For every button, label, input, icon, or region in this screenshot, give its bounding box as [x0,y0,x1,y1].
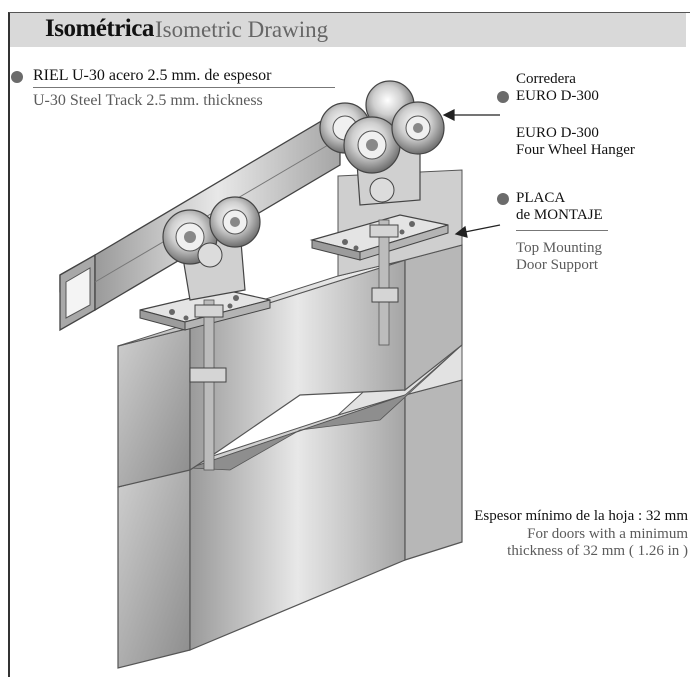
threaded-rod-left [189,299,227,471]
hanger-label-en-1: EURO D-300 [516,125,599,141]
hanger-label-es-2: EURO D-300 [516,88,599,104]
leader-plate [454,224,501,238]
bullet-plate [497,193,509,205]
title-english: Isometric Drawing [155,17,329,42]
plate-label-es-2: de MONTAJE [516,207,603,223]
plate-underline [516,230,608,231]
plate-label-en-2: Door Support [516,257,599,273]
threaded-rod-right [369,219,399,346]
hanger-left [162,196,261,301]
plate-label-es-1: PLACA [516,190,566,206]
lower-door-section [117,339,463,669]
bullet-track [11,71,23,83]
track-underline [33,87,335,88]
hanger-right [319,80,445,206]
plate-label-en-1: Top Mounting [516,240,603,256]
thickness-label-en-1: For doors with a minimum [527,526,688,542]
track-label-en: U-30 Steel Track 2.5 mm. thickness [33,92,263,109]
title-bar [10,13,686,47]
thickness-label-en-2: thickness of 32 mm ( 1.26 in ) [507,543,688,559]
diagram-frame [8,12,690,677]
thickness-label-es: Espesor mínimo de la hoja : 32 mm [474,508,688,524]
title-spanish: Isométrica [45,15,154,42]
hanger-label-es-1: Corredera [516,71,576,87]
track-label-es: RIEL U-30 acero 2.5 mm. de espesor [33,67,272,84]
hanger-label-en-2: Four Wheel Hanger [516,142,635,158]
bullet-hanger [497,91,509,103]
leader-hanger [442,109,500,121]
